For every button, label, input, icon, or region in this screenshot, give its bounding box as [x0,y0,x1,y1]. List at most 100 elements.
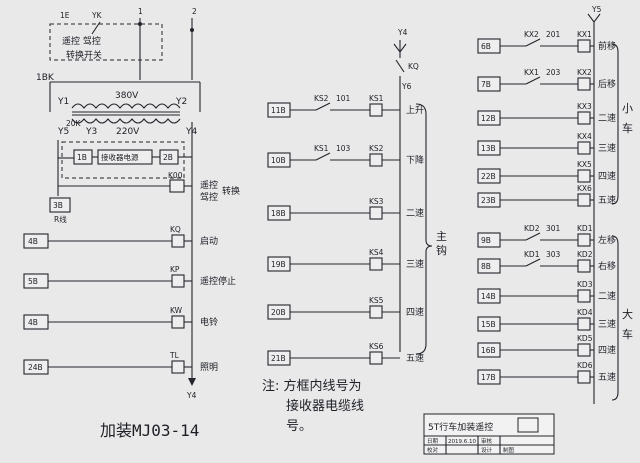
relay-coil-label: KS2 [369,144,384,153]
box-3b-sub: R线 [54,214,67,224]
title-date: 2019.6.10 [448,439,476,445]
relay-coil-label: KX6 [577,184,592,193]
relay-coil-label: KW [170,306,183,315]
node-1e: 1E [60,11,70,20]
title-block-title: 5T行车加装遥控 [428,421,493,433]
mid-kq-label: KQ [408,62,419,71]
interlock-contact [525,76,541,85]
bus-tag: 1BK [36,73,55,83]
row-function-label: 二速 [598,113,616,124]
wire-number-label: 16B [481,346,496,355]
relay-coil [577,370,591,384]
left-power-circuit: 1E YK 1 2 遥控 驾控 转换开关 1BK Y1 Y2 380V 20K … [23,7,240,400]
receiver-in-label: 1B [77,153,87,162]
row-function-label: 上升 [406,105,424,116]
relay-coil-label: KP [170,265,180,274]
right-top-node: Y5 [591,5,602,14]
contact-label: KS1 [314,144,329,153]
wire-number-label: 19B [271,260,286,269]
relay-coil-label: KX1 [577,30,592,39]
wire-number-label: 13B [481,144,496,153]
bridge-group-label-1: 大 [622,307,633,321]
relay-coil-label: KD4 [577,308,593,317]
title-review: 审核 [481,437,493,445]
relay-coil-label: KD6 [577,361,593,370]
relay-coil [171,360,185,374]
row-function-label: 三速 [598,143,616,154]
wire-number-label: 22B [481,172,496,181]
row-function-label: 下降 [406,154,424,166]
node-1: 1 [138,7,143,16]
interlock-contact [315,102,331,111]
k00-label: K00 [168,171,183,180]
relay-coil-label: KS6 [369,342,384,351]
relay-coil [577,39,591,53]
relay-coil [171,274,185,288]
relay-coil-label: KD3 [577,280,593,289]
trolley-row: 13B KX4 三速 [477,132,616,156]
wire-number-label: 6B [481,42,491,51]
row-function-label: 照明 [200,362,218,373]
mid-top-node: Y4 [397,28,408,37]
diagram-caption: 加装MJ03-14 [100,421,199,440]
relay-coil-label: KD5 [577,334,593,343]
interlock-contact [315,152,331,161]
note-line-2: 接收器电缆线 [286,398,364,414]
wire-number-label: 23B [481,196,496,205]
relay-coil [577,193,591,207]
relay-coil-label: KQ [170,225,181,234]
relay-coil [369,153,383,167]
row-function-label: 三速 [406,259,424,270]
row-function-label: 二速 [406,208,424,219]
k00-suffix: 转换 [222,185,240,197]
wire-number-label: 4B [28,318,38,327]
relay-coil-label: TL [169,351,180,360]
relay-coil-label: KX4 [577,132,592,141]
relay-coil [577,169,591,183]
hoist-group-label-2: 钩 [436,243,447,257]
xfmr-y2: Y2 [175,97,187,107]
relay-coil-label: KX2 [577,68,592,77]
title-drawer: 制图 [503,446,515,454]
row-function-label: 后移 [598,78,616,90]
node-yk: YK [91,11,103,20]
row-function-label: 右移 [598,260,616,272]
relay-coil [171,315,185,329]
wire-number-label: 7B [481,80,491,89]
hoist-group-label-1: 主 [436,230,447,243]
relay-coil [577,343,591,357]
wire-label: 101 [336,94,351,103]
interlock-contact [525,38,541,47]
contact-label: KD2 [524,224,540,233]
wire-label: 201 [546,30,561,39]
contact-label: KX1 [524,68,539,77]
interlock-contact [525,258,541,267]
wire-number-label: 17B [481,373,496,382]
k00-mode-line1: 遥控 [200,179,218,191]
switch-label-line2: 转换开关 [66,49,102,61]
row-function-label: 三速 [598,319,616,330]
bridge-group-label-2: 车 [622,327,633,341]
trolley-group-label-1: 小 [622,102,633,115]
stamp-mark [517,417,539,433]
receiver-power-label: 接收器电源 [101,152,139,162]
wire-label: 103 [336,144,351,153]
relay-coil-label: KS1 [369,94,384,103]
